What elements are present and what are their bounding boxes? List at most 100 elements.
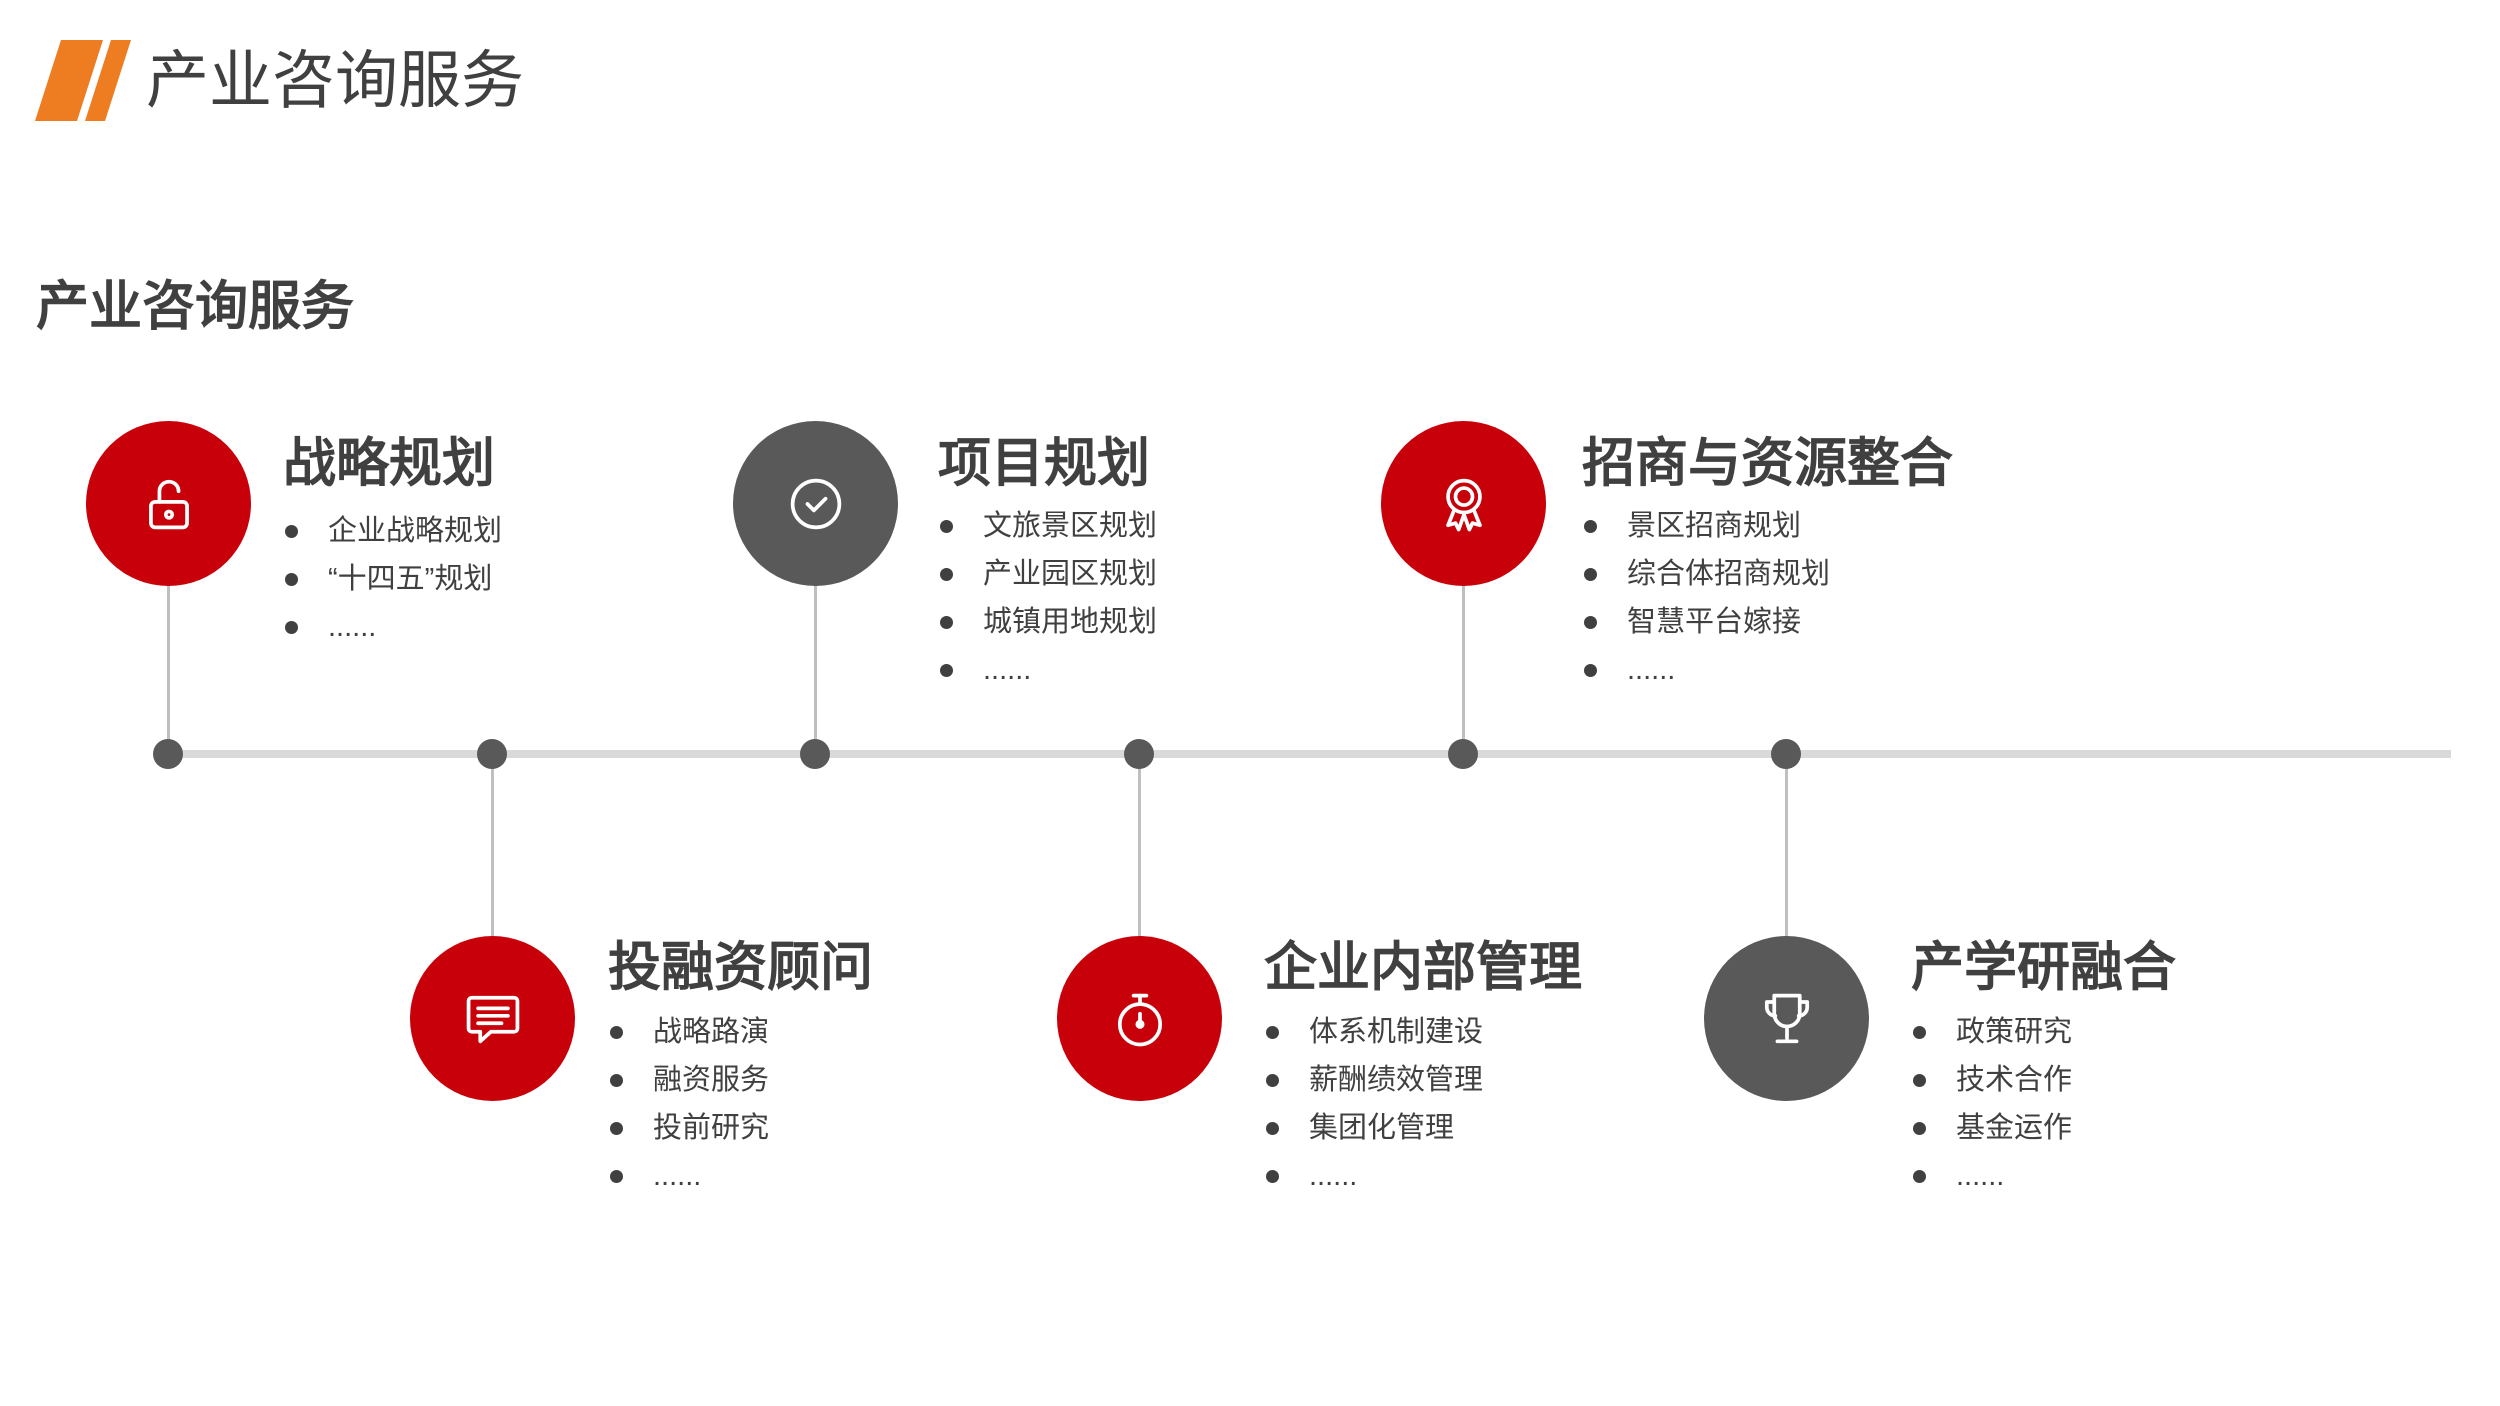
list-item-text: 企业战略规划 xyxy=(328,515,503,547)
list-item: 集团化管理 xyxy=(1264,1104,1582,1152)
timeline-dot xyxy=(477,739,507,769)
bullet-dot xyxy=(610,1074,623,1087)
list-item-text: ...... xyxy=(983,654,1032,686)
connector-line xyxy=(814,586,817,754)
service-heading: 产学研融合 xyxy=(1911,938,2176,997)
list-item-text: ...... xyxy=(1309,1160,1358,1192)
list-item: 战略路演 xyxy=(608,1008,873,1056)
service-heading: 投融资顾问 xyxy=(608,938,873,997)
list-item-text: ...... xyxy=(653,1160,702,1192)
service-heading: 战略规划 xyxy=(283,434,495,493)
connector-line xyxy=(167,586,170,754)
icon-circle-research xyxy=(1704,936,1869,1101)
list-item-text: ...... xyxy=(1956,1160,2005,1192)
page-title: 产业咨询服务 xyxy=(146,46,524,116)
connector-line xyxy=(1138,754,1141,936)
service-bullet-list: 战略路演 融资服务 投前研究 ...... xyxy=(608,1008,873,1200)
list-item: ...... xyxy=(1264,1152,1582,1200)
bullet-dot xyxy=(1266,1170,1279,1183)
icon-circle-investment-attraction xyxy=(1381,421,1546,586)
bullet-dot xyxy=(1584,568,1597,581)
timeline-dot xyxy=(153,739,183,769)
list-item: 薪酬绩效管理 xyxy=(1264,1056,1582,1104)
icon-circle-project xyxy=(733,421,898,586)
list-item-text: 战略路演 xyxy=(653,1016,770,1048)
timeline-dot xyxy=(1124,739,1154,769)
service-block-research: 产学研融合 政策研究 技术合作 基金运作 ...... xyxy=(1911,938,2176,1200)
service-bullet-list: 企业战略规划 “十四五”规划 ...... xyxy=(283,507,502,651)
list-item-text: 集团化管理 xyxy=(1309,1112,1455,1144)
service-block-investment-attraction: 招商与资源整合 景区招商规划 综合体招商规划 智慧平台嫁接 ...... xyxy=(1582,434,1953,694)
timeline-line xyxy=(168,750,2451,758)
bullet-dot xyxy=(285,621,298,634)
bullet-dot xyxy=(285,573,298,586)
bullet-dot xyxy=(1913,1026,1926,1039)
trophy-icon xyxy=(1764,993,1809,1043)
bullet-dot xyxy=(1266,1122,1279,1135)
bullet-dot xyxy=(610,1170,623,1183)
bullet-dot xyxy=(940,616,953,629)
list-item-text: “十四五”规划 xyxy=(328,563,493,595)
list-item-text: 基金运作 xyxy=(1956,1112,2073,1144)
bullet-dot xyxy=(1913,1170,1926,1183)
service-bullet-list: 政策研究 技术合作 基金运作 ...... xyxy=(1911,1008,2176,1200)
list-item: 体系机制建设 xyxy=(1264,1008,1582,1056)
list-item: ...... xyxy=(1582,646,1953,694)
list-item: 智慧平台嫁接 xyxy=(1582,598,1953,646)
list-item: 投前研究 xyxy=(608,1104,873,1152)
bullet-dot xyxy=(1584,616,1597,629)
icon-circle-investment xyxy=(410,936,575,1101)
list-item: 融资服务 xyxy=(608,1056,873,1104)
bullet-dot xyxy=(1913,1122,1926,1135)
list-item: “十四五”规划 xyxy=(283,555,502,603)
list-item-text: 政策研究 xyxy=(1956,1016,2073,1048)
list-item: ...... xyxy=(283,603,502,651)
list-item-text: 融资服务 xyxy=(653,1064,770,1096)
list-item: 政策研究 xyxy=(1911,1008,2176,1056)
orange-double-slash-icon xyxy=(35,40,131,121)
service-heading: 招商与资源整合 xyxy=(1582,434,1953,493)
stopwatch-icon xyxy=(1117,993,1162,1046)
bullet-dot xyxy=(1266,1074,1279,1087)
bullet-dot xyxy=(940,520,953,533)
timeline-dot xyxy=(1771,739,1801,769)
service-block-investment: 投融资顾问 战略路演 融资服务 投前研究 ...... xyxy=(608,938,873,1200)
connector-line xyxy=(1785,754,1788,936)
list-item: 综合体招商规划 xyxy=(1582,550,1953,598)
award-ribbon-icon xyxy=(1445,478,1482,531)
list-item: 景区招商规划 xyxy=(1582,502,1953,550)
bullet-dot xyxy=(285,525,298,538)
bullet-dot xyxy=(1584,520,1597,533)
list-item-text: 城镇用地规划 xyxy=(983,606,1158,638)
bullet-dot xyxy=(610,1122,623,1135)
bullet-dot xyxy=(1913,1074,1926,1087)
list-item: ...... xyxy=(1911,1152,2176,1200)
timeline-dot xyxy=(1448,739,1478,769)
bullet-dot xyxy=(1266,1026,1279,1039)
list-item-text: 智慧平台嫁接 xyxy=(1627,606,1802,638)
bullet-dot xyxy=(610,1026,623,1039)
icon-circle-strategy xyxy=(86,421,251,586)
list-item-text: 景区招商规划 xyxy=(1627,510,1802,542)
list-item-text: ...... xyxy=(1627,654,1676,686)
service-heading: 企业内部管理 xyxy=(1264,938,1582,997)
check-circle-icon xyxy=(790,478,841,529)
connector-line xyxy=(1462,586,1465,754)
list-item: 城镇用地规划 xyxy=(938,598,1157,646)
service-bullet-list: 景区招商规划 综合体招商规划 智慧平台嫁接 ...... xyxy=(1582,502,1953,694)
timeline-dot xyxy=(800,739,830,769)
service-bullet-list: 体系机制建设 薪酬绩效管理 集团化管理 ...... xyxy=(1264,1008,1582,1200)
service-heading: 项目规划 xyxy=(938,434,1150,493)
bullet-dot xyxy=(1584,664,1597,677)
list-item-text: 综合体招商规划 xyxy=(1627,558,1831,590)
bullet-dot xyxy=(940,664,953,677)
list-item-text: 产业园区规划 xyxy=(983,558,1158,590)
icon-circle-management xyxy=(1057,936,1222,1101)
service-block-management: 企业内部管理 体系机制建设 薪酬绩效管理 集团化管理 ...... xyxy=(1264,938,1582,1200)
list-item-text: 文旅景区规划 xyxy=(983,510,1158,542)
connector-line xyxy=(491,754,494,936)
list-item: 企业战略规划 xyxy=(283,507,502,555)
list-item-text: 体系机制建设 xyxy=(1309,1016,1484,1048)
list-item: 文旅景区规划 xyxy=(938,502,1157,550)
unlock-icon xyxy=(148,479,189,529)
